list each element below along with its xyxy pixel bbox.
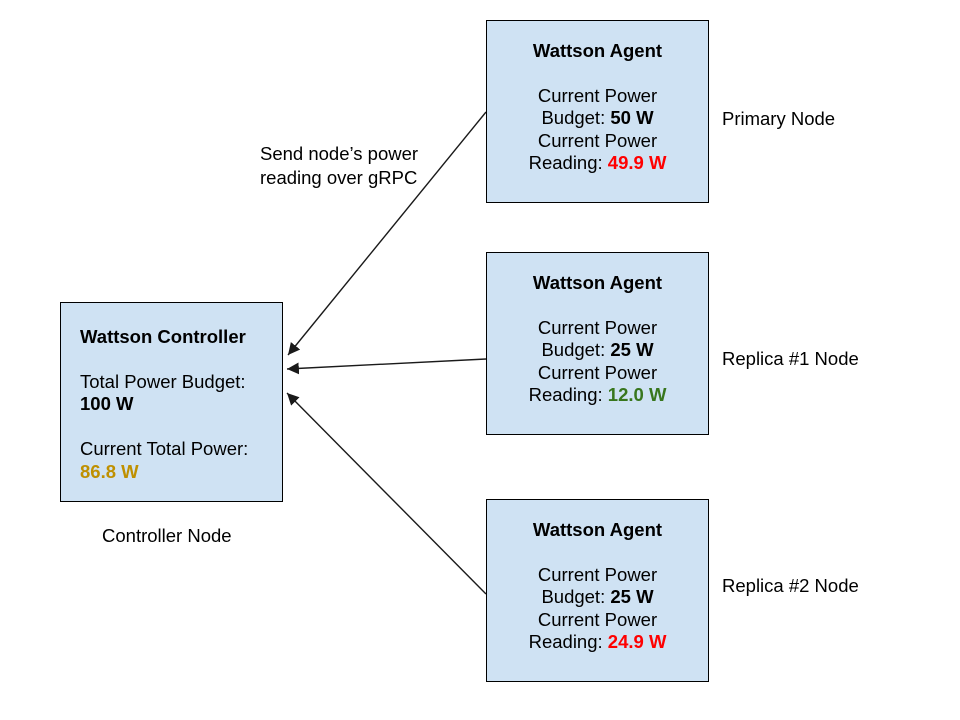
controller-budget-label: Total Power Budget: [80,370,246,392]
agent-power-line: Current Power [537,361,658,383]
agent-budget-line: Budget: 25 W [487,586,708,609]
agent-reading-label: Reading: [528,152,603,173]
agent-budget-value: 25 W [610,339,654,360]
controller-current-value: 86.8 W [80,460,139,482]
agent-budget-line: Budget: 50 W [487,107,708,130]
spacer [80,348,272,371]
controller-title: Wattson Controller [80,325,246,347]
node-label-primary: Primary Node [722,108,836,129]
agent-budget-line: Budget: 25 W [487,339,708,362]
arrow-agent1-to-controller [287,111,487,356]
agent-reading-value: 49.9 W [607,152,667,173]
node-label-replica1: Replica #1 Node [722,348,859,369]
agent-reading-line: Reading: 49.9 W [487,152,708,175]
spacer [487,541,708,564]
agent-budget-label: Budget: [541,586,606,607]
agent-title: Wattson Agent [532,39,663,61]
controller-box: Wattson Controller Total Power Budget: 1… [60,302,283,502]
grpc-annotation-line2: reading over gRPC [260,166,418,188]
spacer [487,62,708,85]
agent-power-line: Current Power [537,84,658,106]
controller-budget-value: 100 W [80,393,134,414]
node-label-replica2: Replica #2 Node [722,575,859,596]
arrow-agent3-to-controller [286,392,487,595]
agent-reading-label: Reading: [528,384,603,405]
agent-power-line: Current Power [537,563,658,585]
agent-title: Wattson Agent [532,518,663,540]
agent-budget-label: Budget: [541,339,606,360]
grpc-annotation: Send node’s power reading over gRPC [260,142,418,189]
agent-box-replica2: Wattson Agent Current Power Budget: 25 W… [486,499,709,682]
agent-reading-label: Reading: [528,631,603,652]
agent-power-line: Current Power [537,608,658,630]
agent-budget-value: 25 W [610,586,654,607]
agent-box-primary: Wattson Agent Current Power Budget: 50 W… [486,20,709,203]
agent-box-replica1: Wattson Agent Current Power Budget: 25 W… [486,252,709,435]
agent-reading-line: Reading: 24.9 W [487,631,708,654]
agent-title: Wattson Agent [532,271,663,293]
agent-reading-line: Reading: 12.0 W [487,384,708,407]
controller-current-label: Current Total Power: [80,438,249,459]
node-label-controller: Controller Node [102,525,232,546]
grpc-annotation-line1: Send node’s power [260,143,419,164]
agent-budget-value: 50 W [610,107,654,128]
agent-reading-value: 24.9 W [607,631,667,652]
agent-power-line: Current Power [537,129,658,151]
agent-power-line: Current Power [537,316,658,338]
agent-reading-value: 12.0 W [607,384,667,405]
agent-budget-label: Budget: [541,107,606,128]
arrow-agent2-to-controller [286,358,487,375]
spacer [80,416,272,439]
spacer [487,294,708,317]
